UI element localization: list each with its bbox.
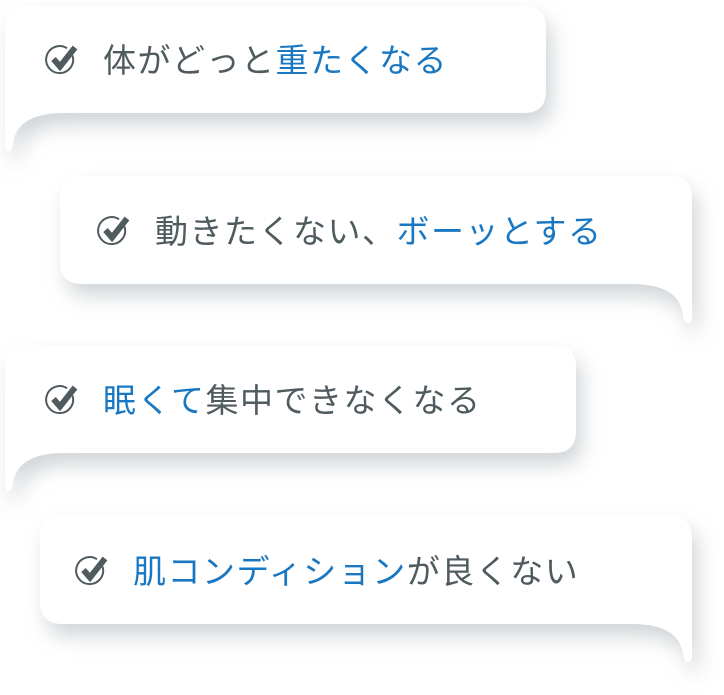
bubble-1-segment-2: 重たくなる — [275, 40, 448, 80]
check-circle-icon — [45, 45, 78, 75]
speech-bubble-2: 動きたくない、ボーッとする — [60, 176, 692, 323]
bubble-shape — [60, 176, 692, 323]
bubble-shape — [40, 516, 692, 662]
bubble-3-segment-2: 集中できなくなる — [205, 380, 482, 420]
speech-bubble-3: 眠くて集中できなくなる — [5, 345, 576, 491]
bubble-2-segment-2: ボーッとする — [396, 211, 603, 251]
bubble-4-segment-1: 肌コンディション — [133, 551, 407, 591]
bubble-2-text: 動きたくない、ボーッとする — [155, 215, 603, 248]
bubble-shape — [5, 6, 546, 151]
check-circle-icon — [97, 216, 130, 246]
bubble-1-text: 体がどっと重たくなる — [103, 44, 448, 77]
bubble-4-text: 肌コンディションが良くない — [133, 555, 579, 588]
bubble-3-text: 眠くて集中できなくなる — [103, 384, 482, 417]
bubble-1-segment-1: 体がどっと — [103, 40, 276, 80]
bubble-shape — [5, 345, 576, 491]
check-circle-icon — [75, 556, 108, 586]
speech-bubble-4: 肌コンディションが良くない — [40, 516, 692, 662]
check-circle-icon — [45, 385, 78, 415]
bubble-2-segment-1: 動きたくない、 — [155, 211, 397, 251]
speech-bubble-1: 体がどっと重たくなる — [5, 6, 546, 151]
bubble-3-segment-1: 眠くて — [103, 380, 206, 420]
bubble-4-segment-2: が良くない — [406, 551, 580, 591]
